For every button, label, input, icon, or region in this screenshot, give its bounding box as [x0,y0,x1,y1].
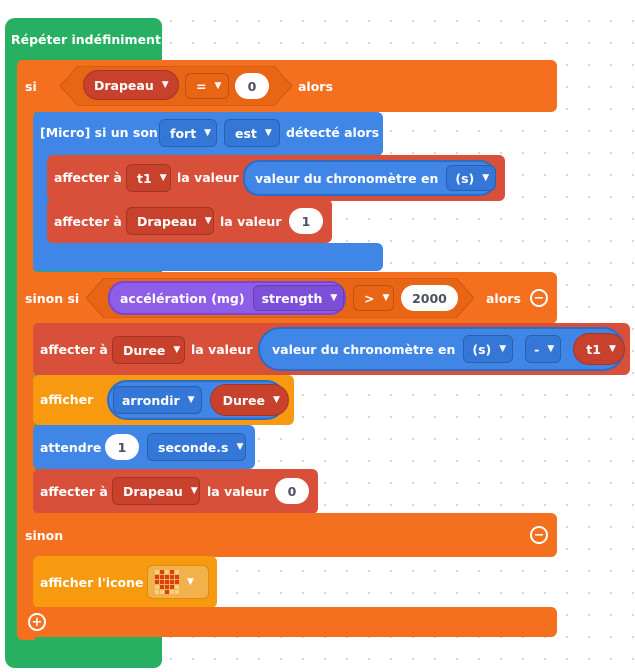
set-drapeau-1-affecter-label: affecter à [54,214,122,229]
round-variable[interactable]: Duree ▼ [209,384,289,416]
else-if-operator-dropdown[interactable]: > ▼ [353,285,394,311]
else-if-label: sinon si [25,291,80,306]
timer-unit-2-label: (s) [472,341,492,357]
set-duree-variable-dropdown[interactable]: Duree ▼ [112,336,185,364]
show-icon-label: afficher l'icone [40,575,144,590]
sound-level-dropdown[interactable]: fort ▼ [159,119,217,147]
set-drapeau-1-value-input[interactable]: 1 [289,208,323,234]
if-label: si [25,79,37,94]
wait-label: attendre [40,440,102,455]
if-variable-dropdown[interactable]: Drapeau ▼ [83,70,179,100]
sound-verb-label: est [235,125,257,141]
micro-sound-footer [33,243,383,271]
chevron-down-icon: ▼ [161,80,169,90]
if-block-spine [17,100,35,640]
chevron-down-icon: ▼ [236,442,244,452]
chevron-down-icon: ▼ [187,395,195,405]
if-value-text: 0 [247,78,257,94]
if-value-input[interactable]: 0 [235,73,269,99]
set-drapeau-0-value-input[interactable]: 0 [275,478,309,504]
set-t1-variable-dropdown[interactable]: t1 ▼ [126,164,171,192]
else-if-operator-label: > [364,290,375,306]
set-t1-affecter-label: affecter à [54,170,122,185]
heart-icon [155,570,179,594]
set-drapeau-0-la-valeur-label: la valeur [207,484,269,499]
round-reporter[interactable]: arrondir ▼ Duree ▼ [107,380,289,420]
wait-unit-label: seconde.s [158,439,229,455]
remove-branch-icon[interactable]: − [530,289,548,307]
micro-sound-spine [33,150,49,270]
add-branch-icon[interactable]: + [28,613,46,631]
icon-picker-dropdown[interactable]: ▼ [147,565,209,599]
remove-branch-icon[interactable]: − [530,526,548,544]
set-t1-la-valeur-label: la valeur [177,170,239,185]
timer-unit-dropdown-1[interactable]: (s) ▼ [446,165,497,191]
set-duree-variable-label: Duree [123,342,166,358]
chevron-down-icon: ▼ [499,344,507,354]
chevron-down-icon: ▼ [204,216,212,226]
subtract-operand-label: t1 [586,341,601,357]
set-drapeau-0-value-text: 0 [287,483,297,499]
if-operator-label: = [196,78,207,94]
timer-reporter-1-label: valeur du chronomètre en [255,170,439,186]
if-operator-dropdown[interactable]: = ▼ [185,73,229,99]
acceleration-label: accélération (mg) [120,290,245,306]
chevron-down-icon: ▼ [608,344,616,354]
chevron-down-icon: ▼ [330,293,338,303]
round-variable-label: Duree [222,392,265,408]
set-drapeau-1-la-valeur-label: la valeur [220,214,282,229]
subtract-operator-label: - [534,341,540,357]
if-variable-label: Drapeau [94,77,154,93]
round-function-dropdown[interactable]: arrondir ▼ [113,386,202,414]
set-drapeau-1-value-text: 1 [301,213,311,229]
display-label: afficher [40,392,94,407]
subtract-operator-dropdown[interactable]: - ▼ [525,335,562,363]
subtract-operand-variable[interactable]: t1 ▼ [573,333,625,365]
if-block-footer [17,607,557,637]
set-t1-variable-label: t1 [137,170,152,186]
chevron-down-icon: ▼ [173,345,181,355]
else-if-value-text: 2000 [412,290,447,306]
else-if-value-input[interactable]: 2000 [401,285,458,311]
timer-reporter-2-label: valeur du chronomètre en [272,341,456,357]
chevron-down-icon: ▼ [187,577,194,587]
micro-sound-tail-label: détecté alors [286,125,380,140]
chevron-down-icon: ▼ [159,173,167,183]
chevron-down-icon: ▼ [204,128,212,138]
wait-unit-dropdown[interactable]: seconde.s ▼ [147,433,246,461]
chevron-down-icon: ▼ [272,395,280,405]
sound-verb-dropdown[interactable]: est ▼ [224,119,280,147]
sound-level-label: fort [170,125,197,141]
chevron-down-icon: ▼ [264,128,272,138]
acceleration-reporter[interactable]: accélération (mg) strength ▼ [108,281,346,315]
chevron-down-icon: ▼ [547,344,555,354]
set-drapeau-0-variable-label: Drapeau [123,483,183,499]
chevron-down-icon: ▼ [214,81,222,91]
set-drapeau-0-affecter-label: affecter à [40,484,108,499]
subtract-operator-reporter[interactable]: valeur du chronomètre en (s) ▼ - ▼ t1 ▼ [258,327,625,371]
chevron-down-icon: ▼ [482,173,490,183]
repeat-forever-label: Répéter indéfiniment [11,32,161,47]
round-function-label: arrondir [122,392,180,408]
acceleration-field-label: strength [261,290,323,306]
set-drapeau-1-variable-label: Drapeau [137,213,197,229]
chevron-down-icon: ▼ [382,293,390,303]
set-duree-la-valeur-label: la valeur [191,342,253,357]
timer-reporter-1[interactable]: valeur du chronomètre en (s) ▼ [243,160,497,196]
set-drapeau-1-variable-dropdown[interactable]: Drapeau ▼ [126,207,214,235]
wait-value-text: 1 [117,439,127,455]
chevron-down-icon: ▼ [190,486,198,496]
else-block-header[interactable] [17,513,557,557]
if-alors-label: alors [298,79,333,94]
timer-unit-dropdown-2[interactable]: (s) ▼ [463,335,514,363]
set-drapeau-0-variable-dropdown[interactable]: Drapeau ▼ [112,477,200,505]
acceleration-field-dropdown[interactable]: strength ▼ [252,285,345,311]
wait-value-input[interactable]: 1 [105,434,139,460]
else-label: sinon [25,528,64,543]
micro-sound-label: [Micro] si un son [40,125,158,140]
else-if-alors-label: alors [486,291,521,306]
timer-unit-1-label: (s) [455,170,475,186]
set-duree-affecter-label: affecter à [40,342,108,357]
